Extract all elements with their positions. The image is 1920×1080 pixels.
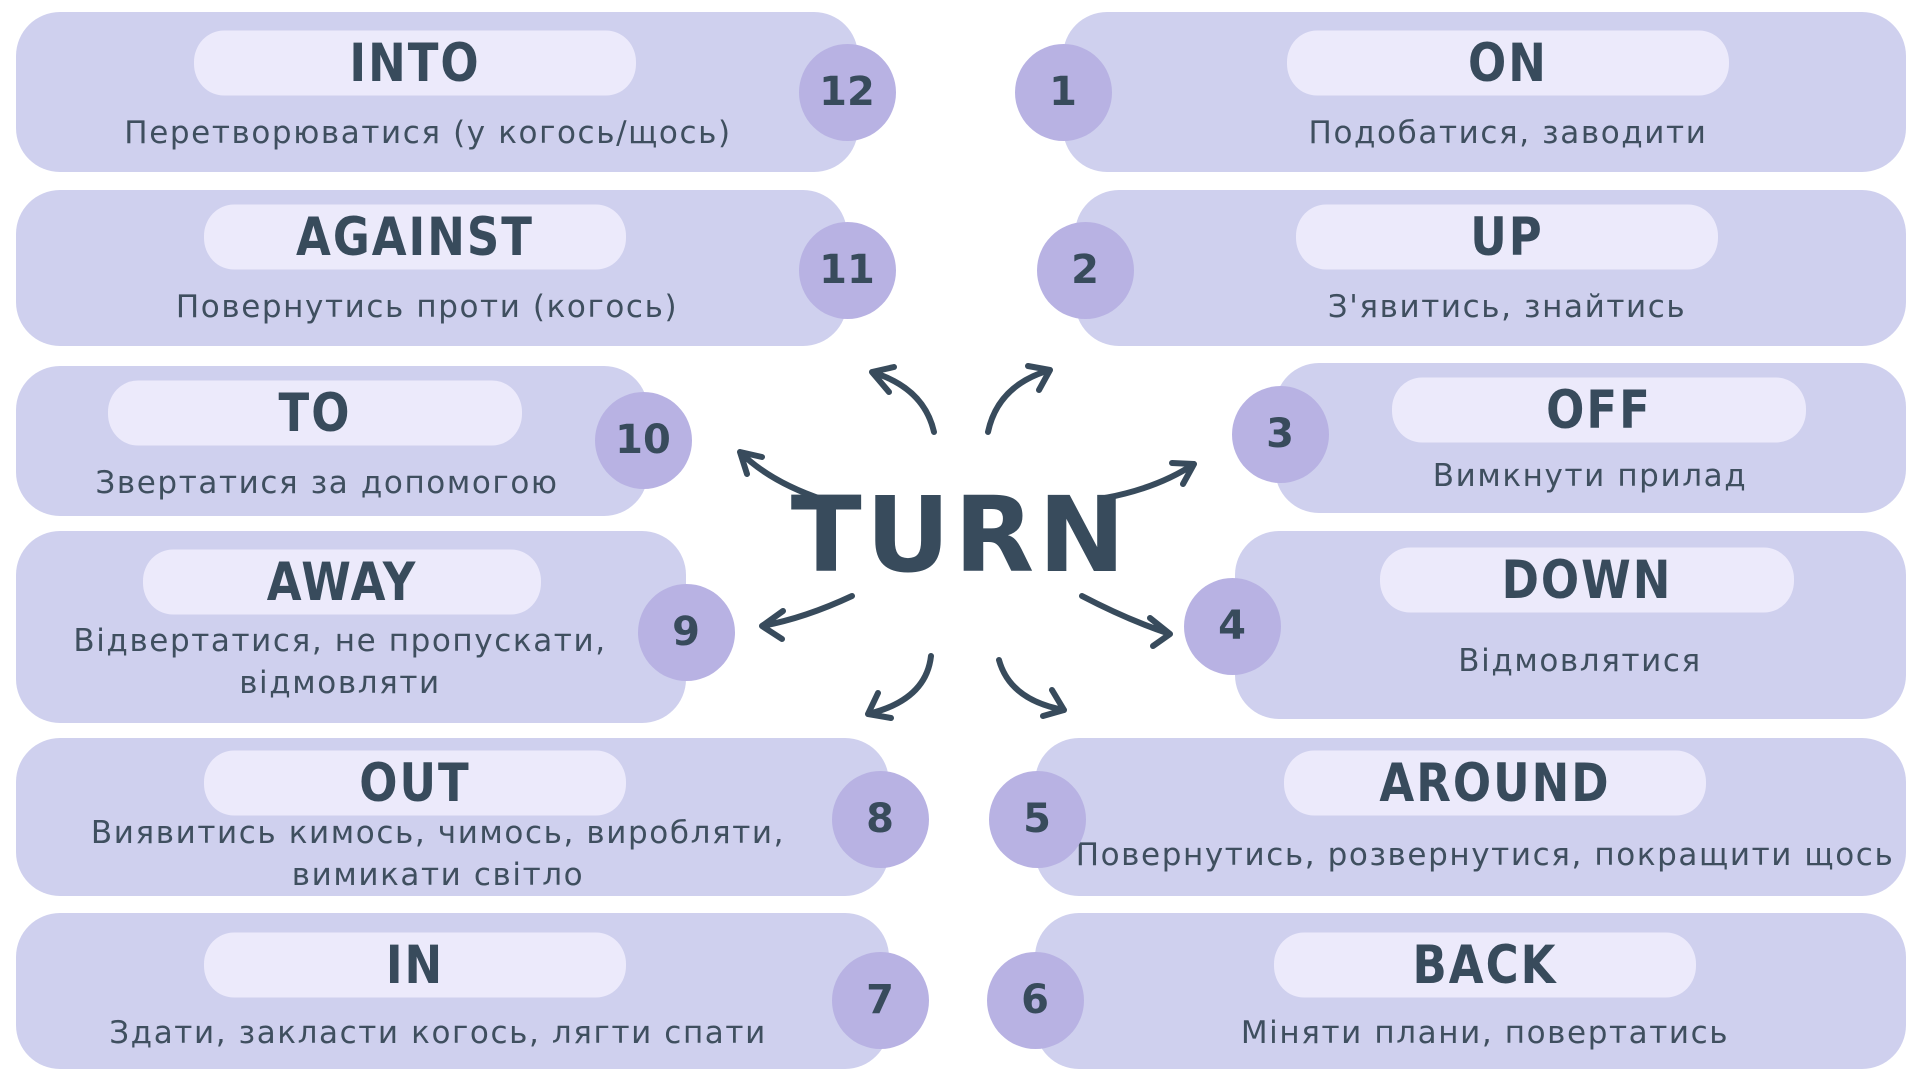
meaning-away: Відвертатися, не пропускати, відмовляти xyxy=(73,623,607,701)
preposition-out: OUT xyxy=(204,750,626,816)
arrow-to-2 xyxy=(985,363,1053,435)
number-badge-1: 1 xyxy=(1014,43,1112,141)
preposition-down: DOWN xyxy=(1380,547,1794,613)
preposition-around: AROUND xyxy=(1284,750,1706,816)
meaning-in: Здати, закласти когось, лягти спати xyxy=(109,1015,767,1051)
meaning-on: Подобатися, заводити xyxy=(1308,115,1708,151)
number-badge-2: 2 xyxy=(1036,221,1134,319)
arrow-to-4 xyxy=(1079,593,1173,649)
arrow-to-8 xyxy=(865,653,934,721)
arrow-to-9 xyxy=(759,593,855,642)
meaning-down: Відмовлятися xyxy=(1458,643,1702,679)
arrow-to-3 xyxy=(1102,460,1197,501)
center-title: TURN xyxy=(790,474,1130,596)
meaning-into: Перетворюватися (у когось/щось) xyxy=(124,115,732,151)
arrow-to-10 xyxy=(737,449,827,503)
preposition-on: ON xyxy=(1287,30,1729,96)
number-badge-11: 11 xyxy=(798,221,896,319)
preposition-away: AWAY xyxy=(143,549,541,615)
meaning-back: Міняти плани, повертатись xyxy=(1240,1015,1730,1051)
preposition-up: UP xyxy=(1296,204,1718,270)
preposition-to: TO xyxy=(108,380,522,446)
number-badge-8: 8 xyxy=(831,770,929,868)
number-badge-4: 4 xyxy=(1183,577,1281,675)
number-badge-6: 6 xyxy=(986,951,1084,1049)
number-badge-7: 7 xyxy=(831,951,929,1049)
number-badge-3: 3 xyxy=(1231,385,1329,483)
arrow-to-5 xyxy=(996,657,1067,719)
number-badge-9: 9 xyxy=(637,583,735,681)
preposition-into: INTO xyxy=(194,30,636,96)
meaning-against: Повернутись проти (когось) xyxy=(175,289,679,325)
meaning-out: Виявитись кимось, чимось, виробляти, вим… xyxy=(90,815,786,893)
meaning-to: Звертатися за допомогою xyxy=(95,465,559,501)
preposition-against: AGAINST xyxy=(204,204,626,270)
preposition-in: IN xyxy=(204,932,626,998)
meaning-around: Повернутись, розвернутися, покращити щос… xyxy=(1075,837,1895,873)
preposition-back: BACK xyxy=(1274,932,1696,998)
number-badge-5: 5 xyxy=(988,770,1086,868)
meaning-up: З'явитись, знайтись xyxy=(1327,289,1687,325)
number-badge-12: 12 xyxy=(798,43,896,141)
number-badge-10: 10 xyxy=(594,391,692,489)
preposition-off: OFF xyxy=(1392,377,1806,443)
meaning-off: Вимкнути прилад xyxy=(1432,458,1748,494)
arrow-to-11 xyxy=(869,364,937,435)
